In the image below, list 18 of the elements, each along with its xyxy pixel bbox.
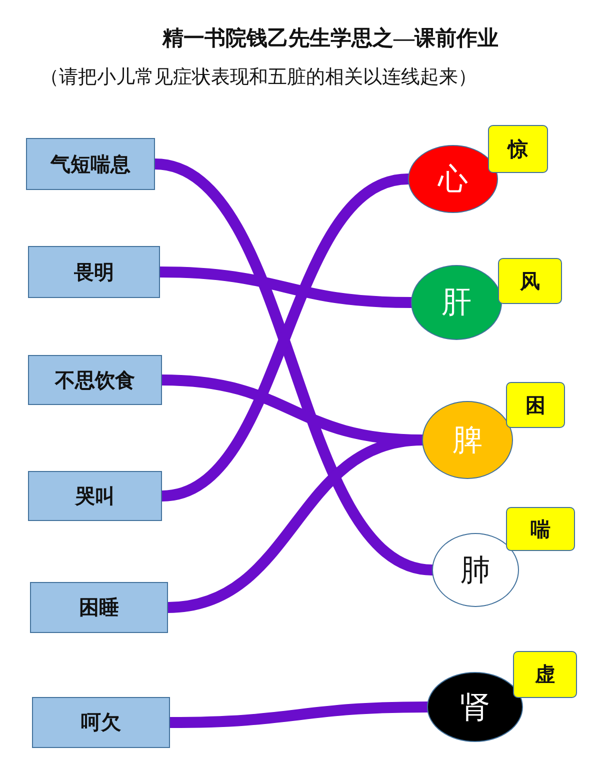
symptom-box: 困睡 (30, 582, 168, 633)
symptom-box: 畏明 (28, 246, 160, 298)
symptom-box: 气短喘息 (26, 138, 155, 190)
organ-circle: 肝 (411, 265, 502, 340)
symptom-box: 哭叫 (28, 471, 162, 521)
instruction-text: （请把小儿常见症状表现和五脏的相关以连线起来） (40, 66, 477, 90)
trait-tag: 困 (506, 382, 565, 428)
trait-tag: 惊 (488, 125, 548, 173)
trait-tag: 喘 (506, 507, 575, 551)
trait-tag: 风 (498, 258, 562, 304)
symptom-box: 不思饮食 (28, 355, 162, 405)
organ-circle: 肾 (427, 672, 523, 742)
trait-tag: 虚 (513, 651, 577, 698)
organ-circle: 心 (408, 145, 498, 213)
organ-circle: 肺 (432, 533, 519, 607)
organ-circle: 脾 (422, 401, 513, 479)
title: 精一书院钱乙先生学思之—课前作业 (161, 25, 500, 52)
symptom-box: 呵欠 (32, 697, 170, 748)
